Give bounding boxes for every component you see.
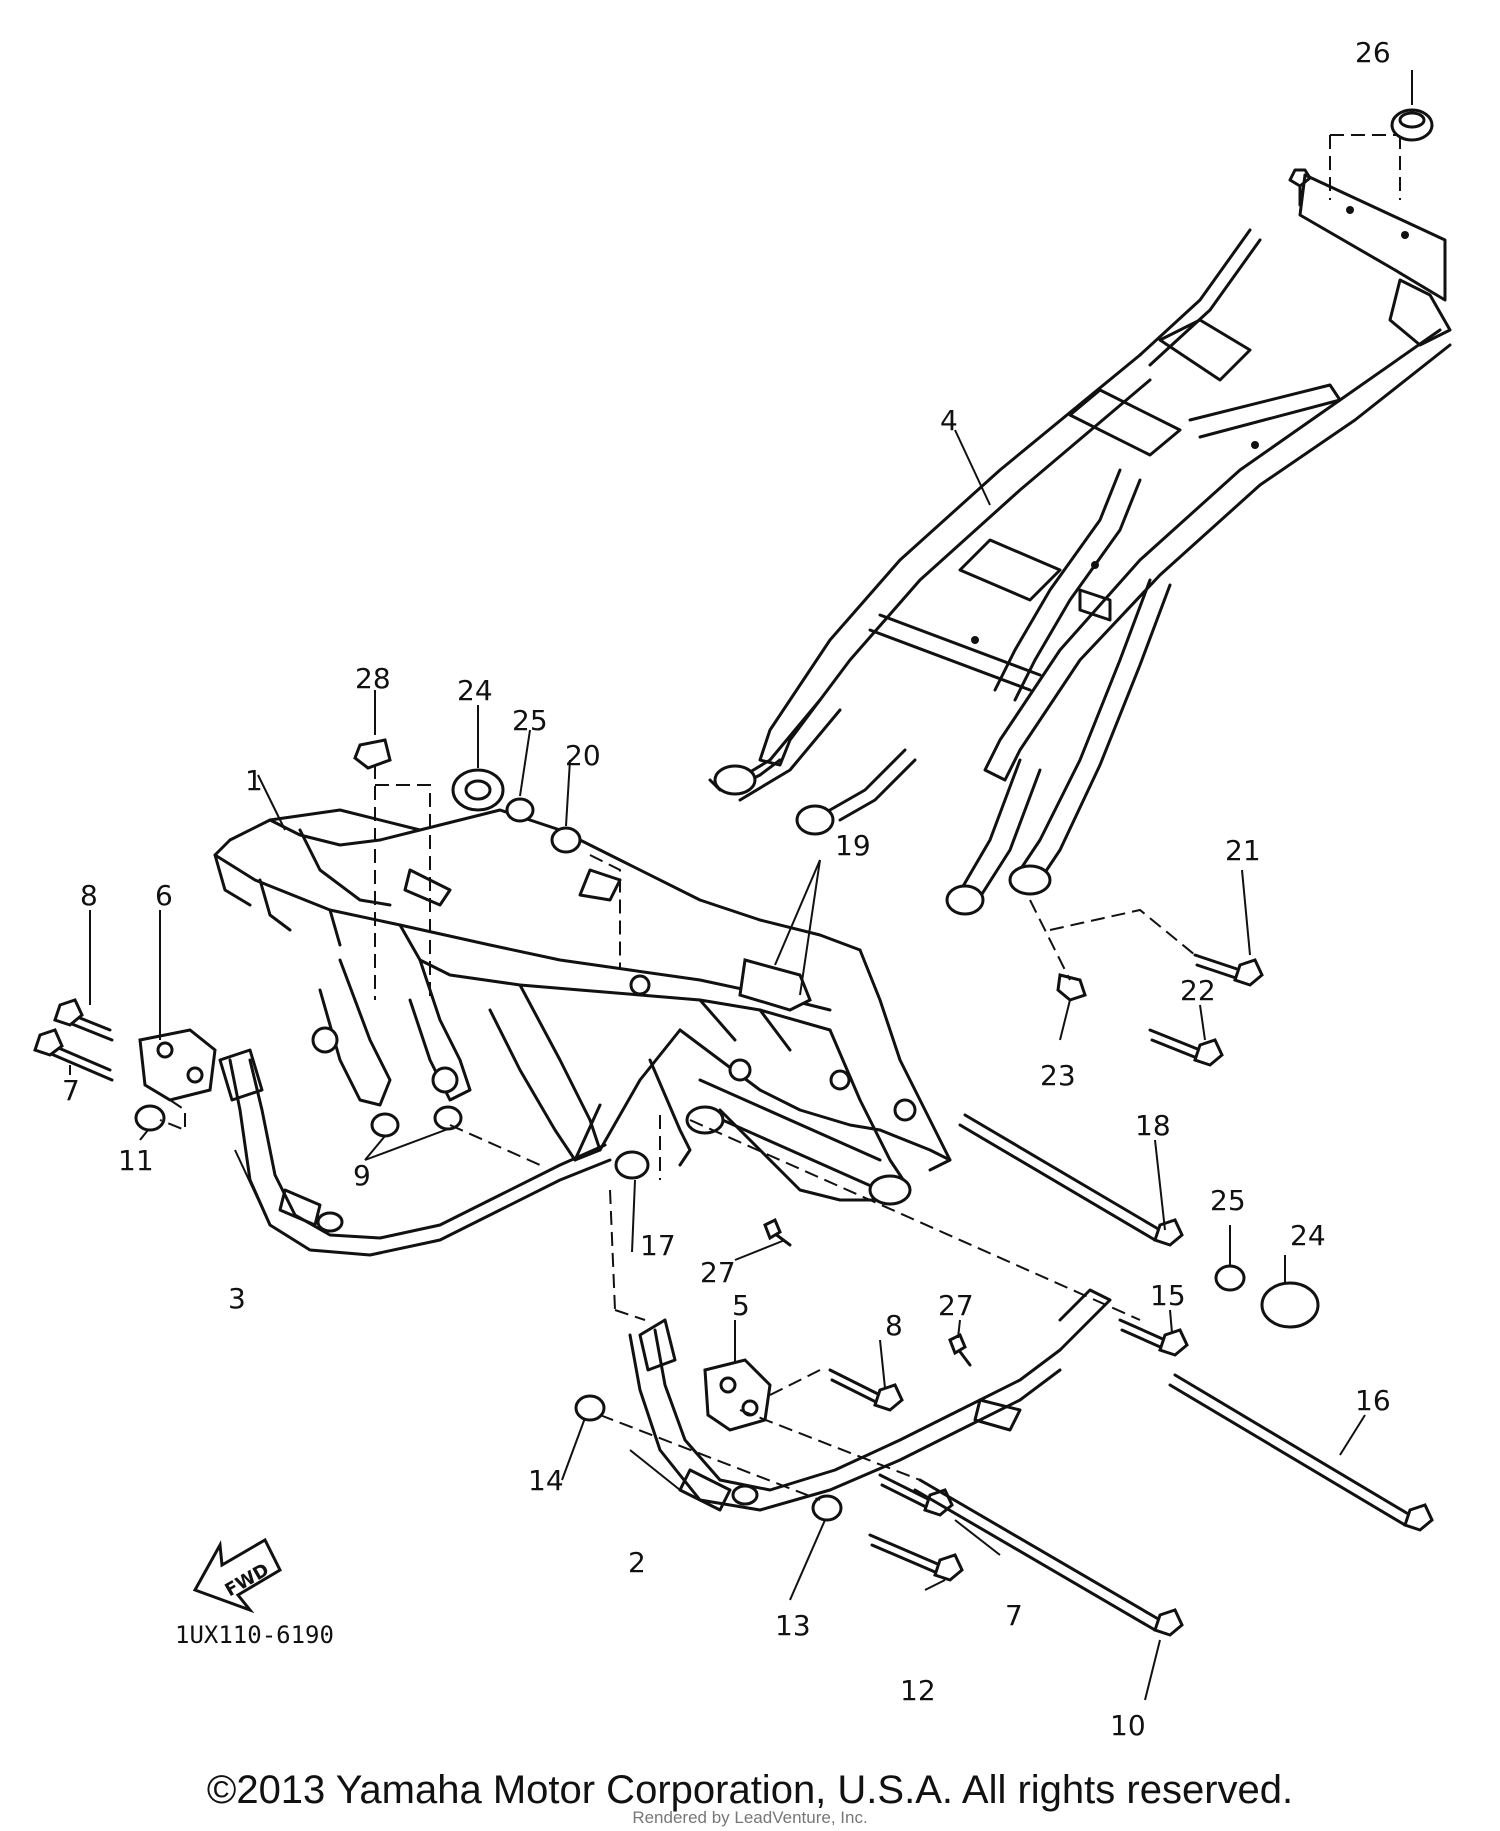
figure-code: 1UX110-6190 xyxy=(175,1621,334,1649)
part-label-18: 18 xyxy=(1135,1109,1171,1142)
part-label-24: 24 xyxy=(1290,1219,1326,1252)
part-label-7: 7 xyxy=(1005,1599,1023,1632)
part-label-21: 21 xyxy=(1225,834,1261,867)
part-label-23: 23 xyxy=(1040,1059,1076,1092)
part-label-26: 26 xyxy=(1355,36,1391,69)
part-label-1: 1 xyxy=(245,764,263,797)
part-label-16: 16 xyxy=(1355,1384,1391,1417)
nuts-and-collars xyxy=(134,108,1434,1522)
part-label-14: 14 xyxy=(528,1464,564,1497)
bracket-5 xyxy=(703,1358,772,1432)
bolts xyxy=(33,953,1434,1637)
part-label-9: 9 xyxy=(353,1159,371,1192)
assembly-lines xyxy=(159,765,1196,1501)
forward-arrow-icon: FWD xyxy=(192,1537,282,1614)
rear-frame xyxy=(708,134,1452,916)
part-label-25: 25 xyxy=(512,704,548,737)
part-label-22: 22 xyxy=(1180,974,1216,1007)
part-label-5: 5 xyxy=(732,1289,750,1322)
main-frame xyxy=(213,808,952,1206)
part-label-11: 11 xyxy=(118,1144,154,1177)
part-label-10: 10 xyxy=(1110,1709,1146,1742)
down-tube-2 xyxy=(628,1288,1112,1512)
part-label-3: 3 xyxy=(228,1282,246,1315)
watermark-text: Rendered by LeadVenture, Inc. xyxy=(632,1808,868,1827)
copyright-notice: ©2013 Yamaha Motor Corporation, U.S.A. A… xyxy=(206,1768,1294,1812)
part-label-20: 20 xyxy=(565,739,601,772)
part-label-19: 19 xyxy=(835,829,871,862)
part-label-8: 8 xyxy=(80,879,98,912)
part-label-24: 24 xyxy=(457,674,493,707)
part-label-27: 27 xyxy=(938,1289,974,1322)
part-label-8: 8 xyxy=(885,1309,903,1342)
part-labels: 26 4 28 24 25 20 1 19 21 8 6 22 23 7 18 … xyxy=(62,36,1391,1742)
leader-lines xyxy=(69,70,1413,1701)
bracket-6 xyxy=(138,1028,217,1102)
part-label-15: 15 xyxy=(1150,1279,1186,1312)
part-label-6: 6 xyxy=(155,879,173,912)
part-label-28: 28 xyxy=(355,662,391,695)
down-tube-3 xyxy=(218,1048,612,1257)
part-label-7: 7 xyxy=(62,1074,80,1107)
part-label-4: 4 xyxy=(940,404,958,437)
part-label-25: 25 xyxy=(1210,1184,1246,1217)
part-label-12: 12 xyxy=(900,1674,936,1707)
part-label-27: 27 xyxy=(700,1256,736,1289)
part-label-13: 13 xyxy=(775,1609,811,1642)
part-label-2: 2 xyxy=(628,1546,646,1579)
part-label-17: 17 xyxy=(640,1229,676,1262)
